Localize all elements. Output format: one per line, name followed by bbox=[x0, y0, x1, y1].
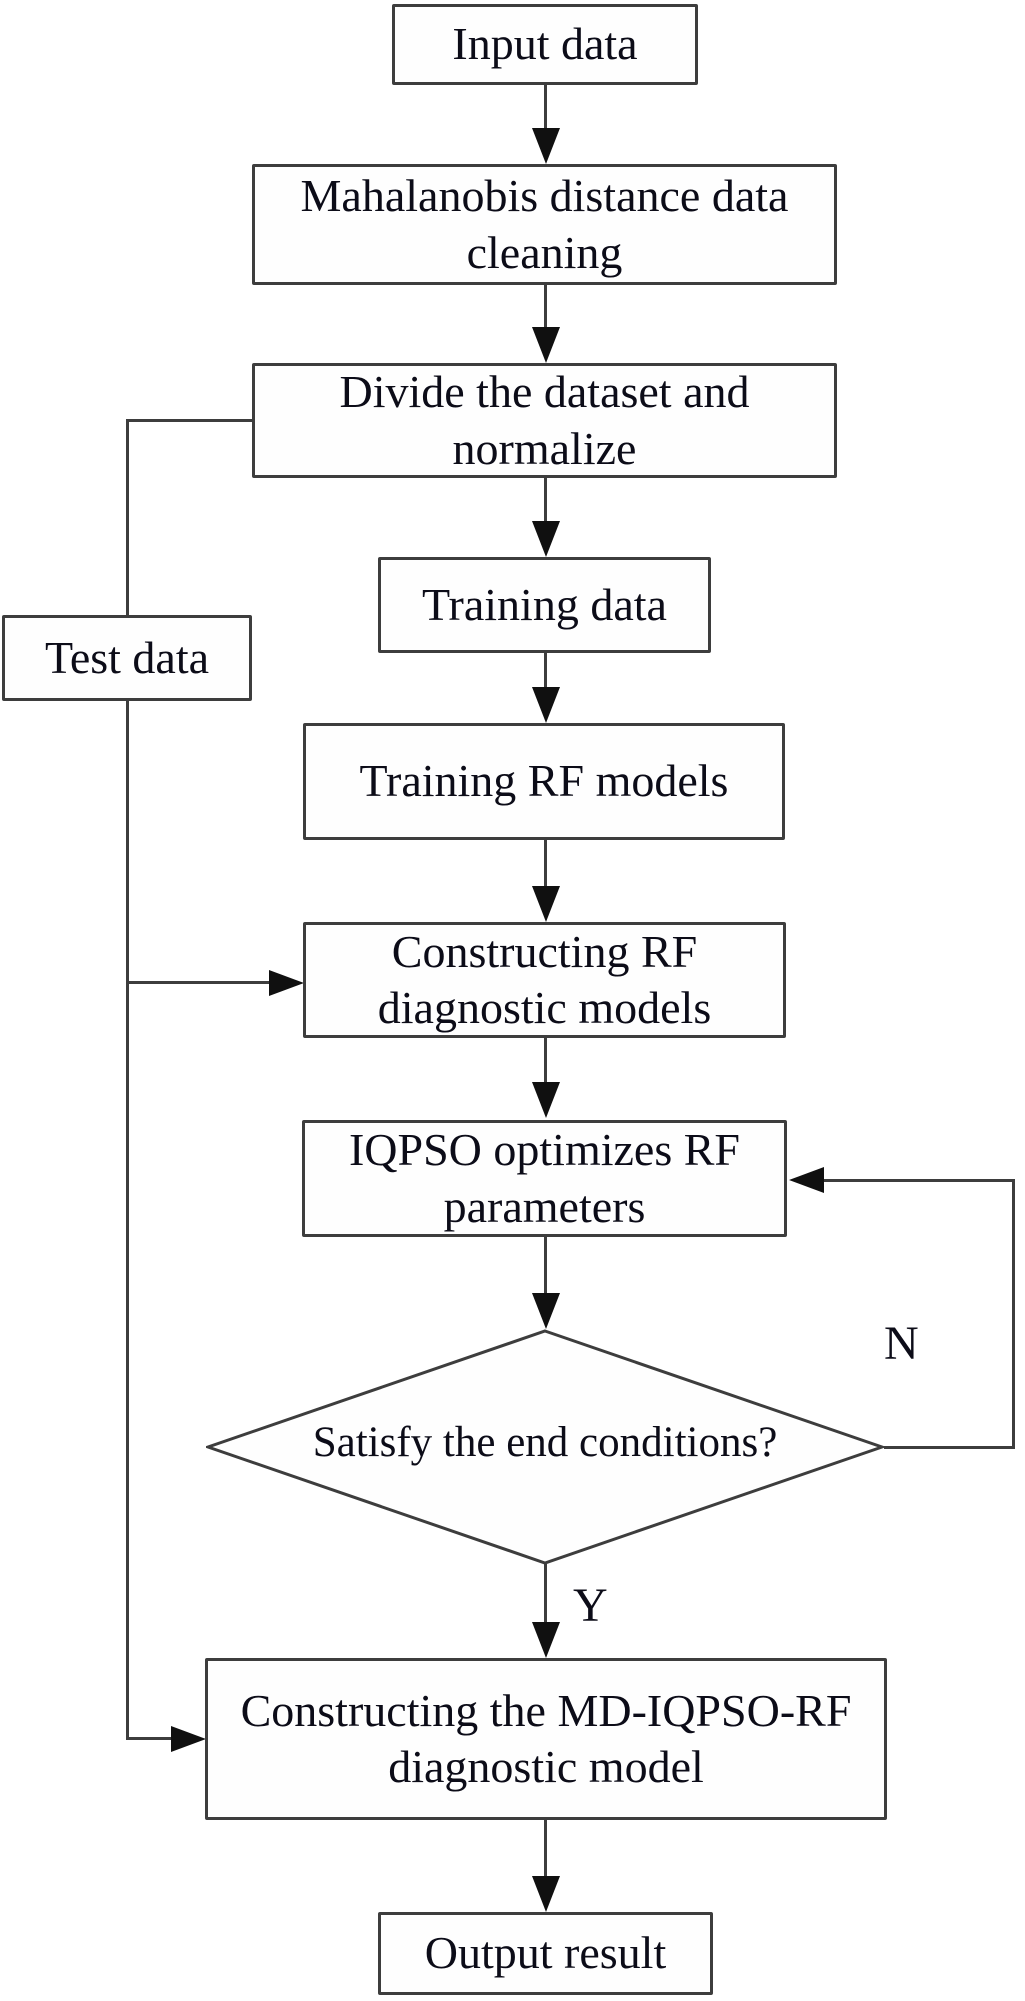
node-constructing-rf-models: Constructing RF diagnostic models bbox=[303, 922, 786, 1038]
node-test-data: Test data bbox=[2, 615, 252, 701]
node-training-data: Training data bbox=[378, 557, 711, 653]
arrowhead-into-training-rf-icon bbox=[532, 687, 560, 723]
connector-diamond-to-right-rail bbox=[884, 1446, 1015, 1449]
arrowhead-into-constructing-rf-icon bbox=[269, 970, 304, 996]
connector-right-rail-vertical bbox=[1012, 1180, 1015, 1449]
arrowhead-into-divide-icon bbox=[532, 327, 560, 363]
connector-left-rail-upper bbox=[126, 419, 129, 617]
connector-training-rf-to-constructing-rf bbox=[544, 839, 547, 890]
connector-constructing-rf-to-iqpso bbox=[544, 1037, 547, 1086]
node-input-data: Input data bbox=[392, 4, 698, 85]
arrowhead-into-diamond-icon bbox=[532, 1293, 560, 1329]
edge-label-no: N bbox=[884, 1317, 919, 1370]
edge-label-yes: Y bbox=[573, 1579, 608, 1632]
arrowhead-into-md-model-icon bbox=[171, 1726, 206, 1752]
connector-diamond-to-md-model bbox=[544, 1564, 547, 1626]
node-divide-dataset: Divide the dataset and normalize bbox=[252, 363, 837, 478]
connector-testdata-to-constructing-rf bbox=[126, 981, 271, 984]
decision-node-label: Satisfy the end conditions? bbox=[312, 1419, 778, 1466]
node-training-rf-models: Training RF models bbox=[303, 723, 785, 840]
arrowhead-into-output-icon bbox=[532, 1876, 560, 1912]
connector-md-model-to-output bbox=[544, 1817, 547, 1880]
arrowhead-into-clean-icon bbox=[532, 128, 560, 164]
connector-input-to-clean bbox=[544, 84, 547, 132]
connector-clean-to-divide bbox=[544, 284, 547, 331]
connector-left-rail-lower bbox=[126, 699, 129, 1740]
arrowhead-into-iqpso-top-icon bbox=[532, 1082, 560, 1118]
arrowhead-into-md-model-top-icon bbox=[532, 1622, 560, 1658]
node-iqpso-optimizes-rf: IQPSO optimizes RF parameters bbox=[302, 1120, 787, 1237]
connector-testdata-to-md-model bbox=[126, 1737, 173, 1740]
connector-feedback-to-iqpso bbox=[824, 1179, 1015, 1182]
connector-iqpso-to-diamond bbox=[544, 1236, 547, 1297]
node-md-iqpso-rf-model: Constructing the MD-IQPSO-RF diagnostic … bbox=[205, 1658, 887, 1820]
arrowhead-into-constructing-rf-top-icon bbox=[532, 886, 560, 922]
node-mahalanobis-cleaning: Mahalanobis distance data cleaning bbox=[252, 164, 837, 285]
arrowhead-into-training-data-icon bbox=[532, 521, 560, 557]
connector-divide-to-left-rail bbox=[126, 419, 255, 422]
node-output-result: Output result bbox=[378, 1912, 713, 1995]
arrowhead-into-iqpso-icon bbox=[789, 1167, 824, 1193]
connector-training-data-to-training-rf bbox=[544, 652, 547, 691]
connector-divide-to-training-data bbox=[544, 477, 547, 525]
decision-diamond-shape bbox=[206, 1329, 884, 1565]
